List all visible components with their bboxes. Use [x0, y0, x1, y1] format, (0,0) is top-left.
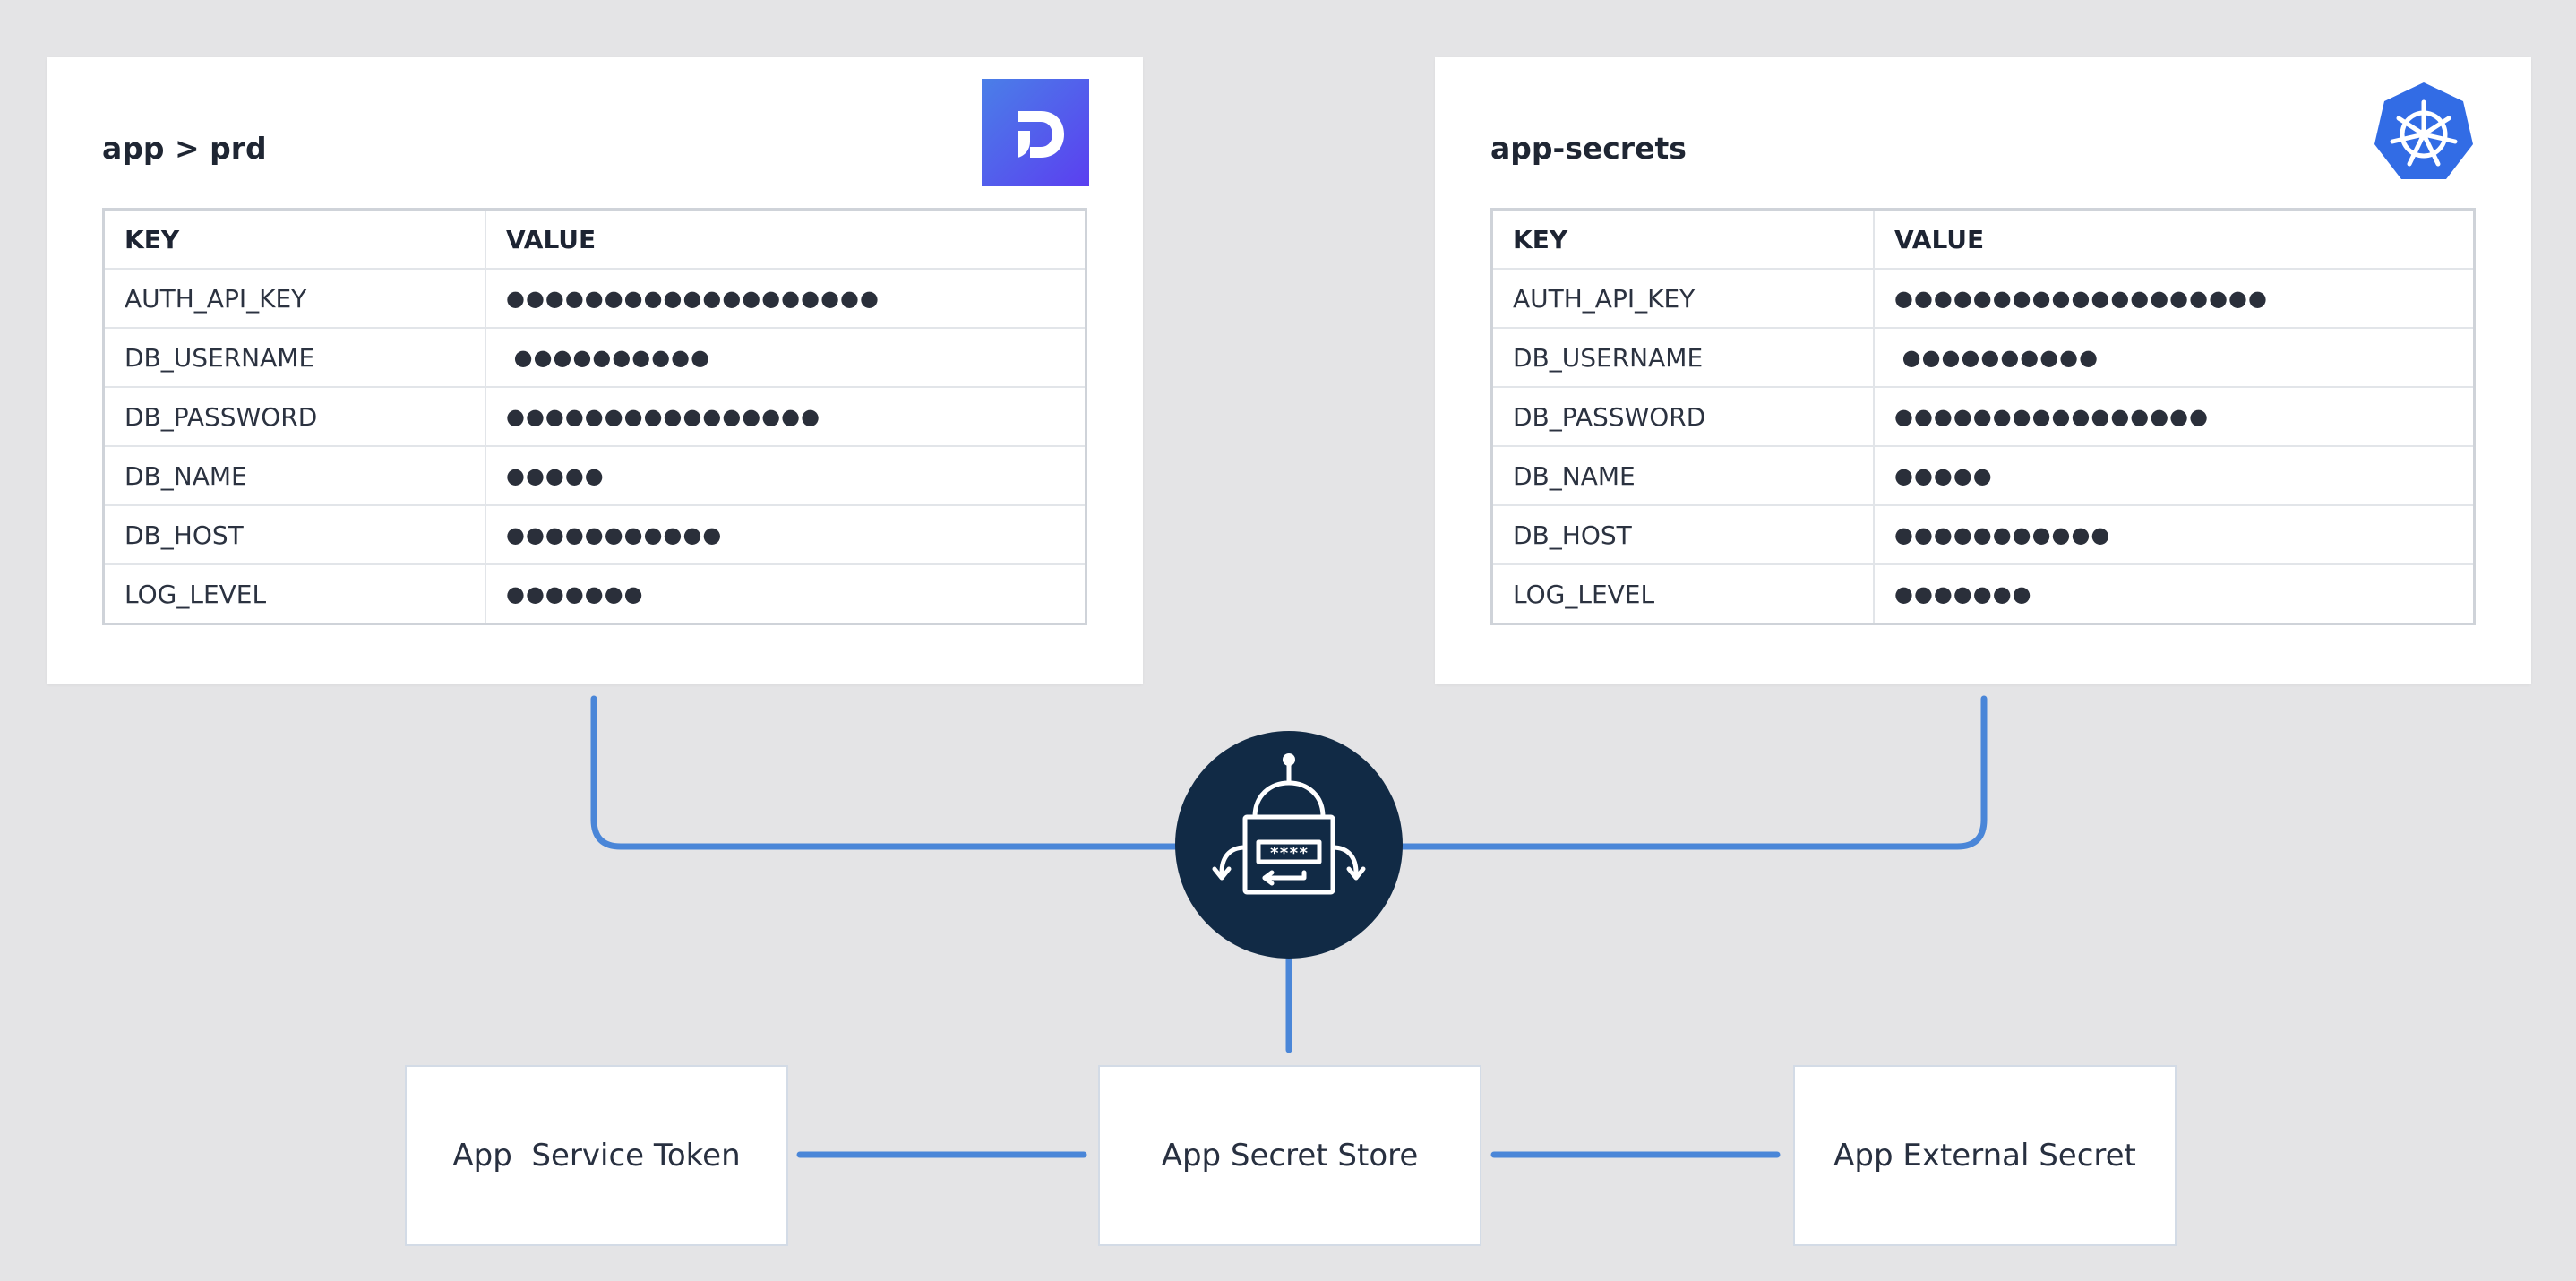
table-row: DB_PASSWORD ●●●●●●●●●●●●●●●● [102, 386, 1087, 447]
secret-store-label: App Secret Store [1161, 1138, 1419, 1174]
table-row: DB_USERNAME ●●●●●●●●●● [1490, 327, 2476, 388]
panel-title: app > prd [102, 131, 267, 166]
connector-left-panel-to-operator [590, 695, 1186, 850]
table-row: DB_PASSWORD ●●●●●●●●●●●●●●●● [1490, 386, 2476, 447]
secrets-table: KEY VALUE AUTH_API_KEY ●●●●●●●●●●●●●●●●●… [1490, 208, 2476, 625]
secret-value-masked: ●●●●●●●●●●●●●●●● [485, 386, 1087, 447]
value-column-header: VALUE [485, 208, 1087, 270]
table-row: AUTH_API_KEY ●●●●●●●●●●●●●●●●●●● [102, 268, 1087, 329]
secret-key: DB_PASSWORD [102, 386, 486, 447]
table-row: DB_NAME ●●●●● [1490, 445, 2476, 506]
secret-store-box: App Secret Store [1098, 1065, 1481, 1246]
secret-value-masked: ●●●●●●●●●●●●●●●●●●● [485, 268, 1087, 329]
secret-key: AUTH_API_KEY [102, 268, 486, 329]
secret-key: DB_HOST [1490, 504, 1875, 565]
table-row: DB_NAME ●●●●● [102, 445, 1087, 506]
secret-value-masked: ●●●●●●● [485, 563, 1087, 625]
secret-value-masked: ●●●●●●●●●● [485, 327, 1087, 388]
secret-value-masked: ●●●●●●●●●●● [485, 504, 1087, 565]
table-row: DB_HOST ●●●●●●●●●●● [1490, 504, 2476, 565]
connector-right-panel-to-operator [1394, 695, 1988, 850]
external-secret-label: App External Secret [1833, 1138, 2136, 1174]
key-column-header: KEY [1490, 208, 1875, 270]
secret-key: DB_USERNAME [102, 327, 486, 388]
secrets-operator-robot-icon: **** [1212, 753, 1366, 895]
secret-key: DB_NAME [102, 445, 486, 506]
doppler-logo-icon [982, 79, 1089, 186]
secrets-table: KEY VALUE AUTH_API_KEY ●●●●●●●●●●●●●●●●●… [102, 208, 1087, 625]
table-header-row: KEY VALUE [1490, 208, 2476, 270]
table-row: LOG_LEVEL ●●●●●●● [1490, 563, 2476, 625]
secret-key: DB_PASSWORD [1490, 386, 1875, 447]
secret-key: DB_HOST [102, 504, 486, 565]
doppler-config-panel: app > prd KEY VALUE AUTH_API_KEY ●●●●●●●… [47, 57, 1143, 684]
secret-value-masked: ●●●●●●●●●● [1873, 327, 2476, 388]
secrets-operator-node: **** [1175, 731, 1403, 959]
secret-key: AUTH_API_KEY [1490, 268, 1875, 329]
secret-value-masked: ●●●●●●● [1873, 563, 2476, 625]
external-secret-box: App External Secret [1793, 1065, 2177, 1246]
secret-key: DB_NAME [1490, 445, 1875, 506]
secret-value-masked: ●●●●●●●●●●●●●●●● [1873, 386, 2476, 447]
secret-value-masked: ●●●●● [1873, 445, 2476, 506]
secret-value-masked: ●●●●●●●●●●●●●●●●●●● [1873, 268, 2476, 329]
kubernetes-logo-icon [2374, 82, 2473, 179]
value-column-header: VALUE [1873, 208, 2476, 270]
secret-key: LOG_LEVEL [102, 563, 486, 625]
secret-value-masked: ●●●●● [485, 445, 1087, 506]
kubernetes-secret-panel: app-secrets KEY VALUE AUTH_API_KEY ●●●●●… [1435, 57, 2531, 684]
table-row: DB_USERNAME ●●●●●●●●●● [102, 327, 1087, 388]
secret-key: DB_USERNAME [1490, 327, 1875, 388]
panel-title: app-secrets [1490, 131, 1687, 166]
secret-key: LOG_LEVEL [1490, 563, 1875, 625]
secret-value-masked: ●●●●●●●●●●● [1873, 504, 2476, 565]
masked-password-text: **** [1269, 844, 1308, 863]
table-row: LOG_LEVEL ●●●●●●● [102, 563, 1087, 625]
key-column-header: KEY [102, 208, 486, 270]
service-token-label: App Service Token [452, 1138, 741, 1174]
table-header-row: KEY VALUE [102, 208, 1087, 270]
service-token-box: App Service Token [405, 1065, 788, 1246]
table-row: AUTH_API_KEY ●●●●●●●●●●●●●●●●●●● [1490, 268, 2476, 329]
table-row: DB_HOST ●●●●●●●●●●● [102, 504, 1087, 565]
